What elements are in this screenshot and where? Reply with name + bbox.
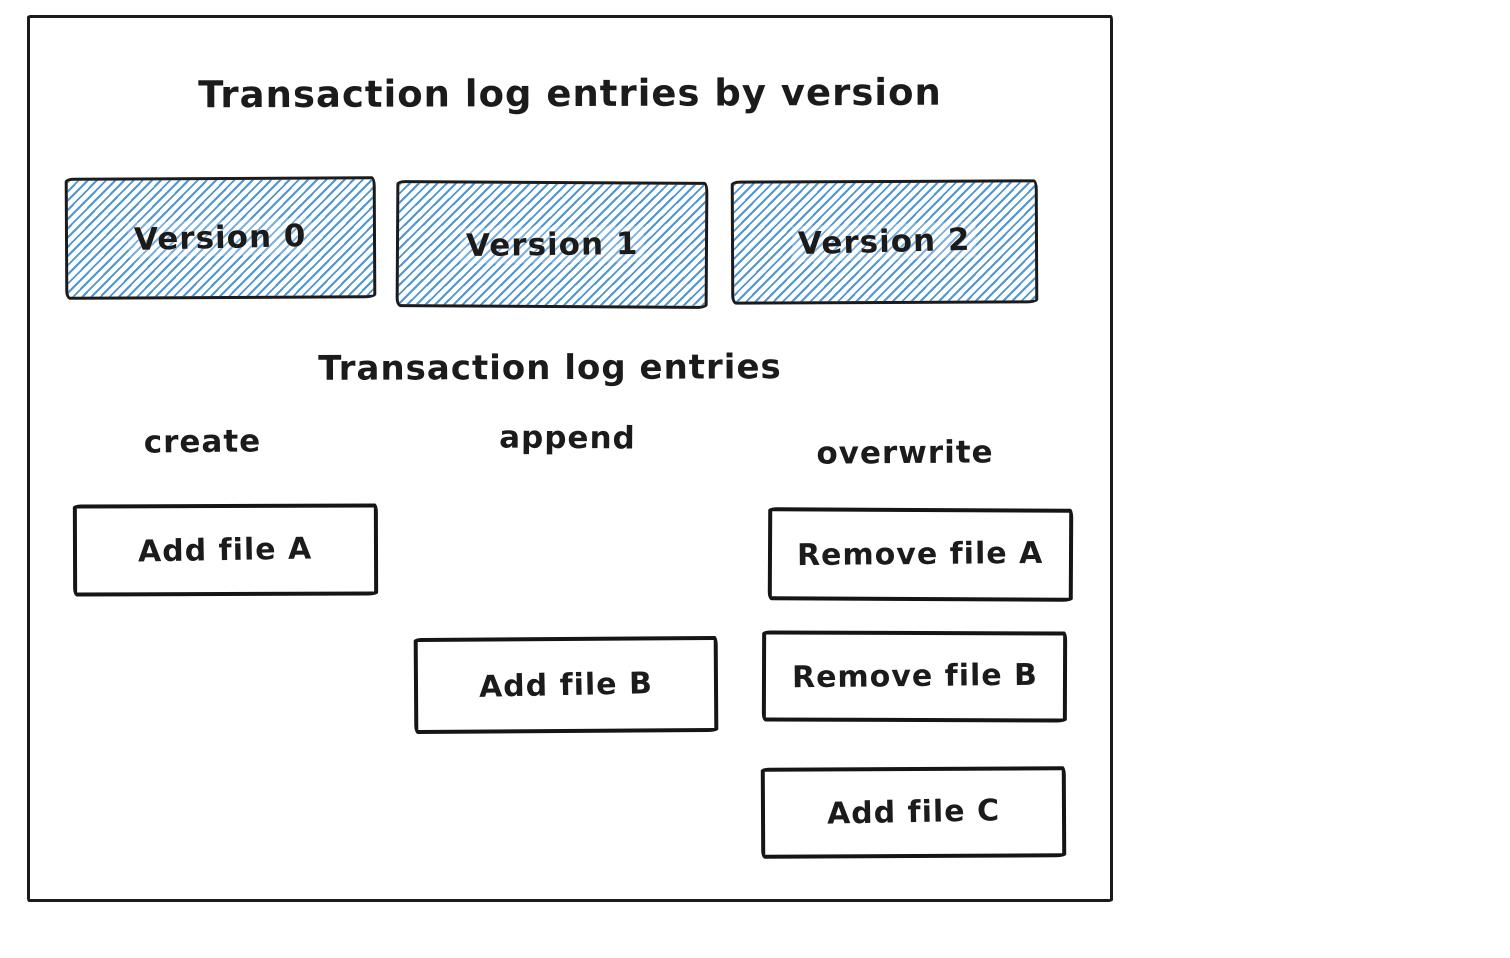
entry-label-add-file-b: Add file B (478, 665, 654, 705)
section-title-transaction-log-entries: Transaction log entries (318, 347, 782, 389)
column-label-append: append (499, 419, 636, 457)
diagram-frame (27, 15, 1113, 902)
entry-box-add-file-a: Add file A (72, 503, 379, 597)
entry-label-remove-file-b: Remove file B (791, 657, 1038, 696)
entry-box-remove-file-b: Remove file B (761, 630, 1068, 723)
entry-label-remove-file-a: Remove file A (797, 535, 1044, 574)
version-label-1: Version 1 (459, 225, 645, 264)
version-label-2: Version 2 (791, 221, 978, 263)
version-box-0: Version 0 (64, 176, 377, 300)
column-label-create: create (143, 423, 262, 461)
entry-box-add-file-c: Add file C (760, 766, 1067, 859)
version-label-0: Version 0 (127, 217, 314, 259)
diagram-title: Transaction log entries by version (198, 70, 942, 117)
version-box-1: Version 1 (395, 180, 709, 309)
entry-label-add-file-a: Add file A (138, 530, 313, 570)
version-box-2: Version 2 (730, 179, 1039, 305)
entry-box-remove-file-a: Remove file A (767, 507, 1074, 602)
entry-label-add-file-c: Add file C (826, 793, 1001, 832)
entry-box-add-file-b: Add file B (413, 635, 719, 735)
column-label-overwrite: overwrite (816, 434, 994, 472)
